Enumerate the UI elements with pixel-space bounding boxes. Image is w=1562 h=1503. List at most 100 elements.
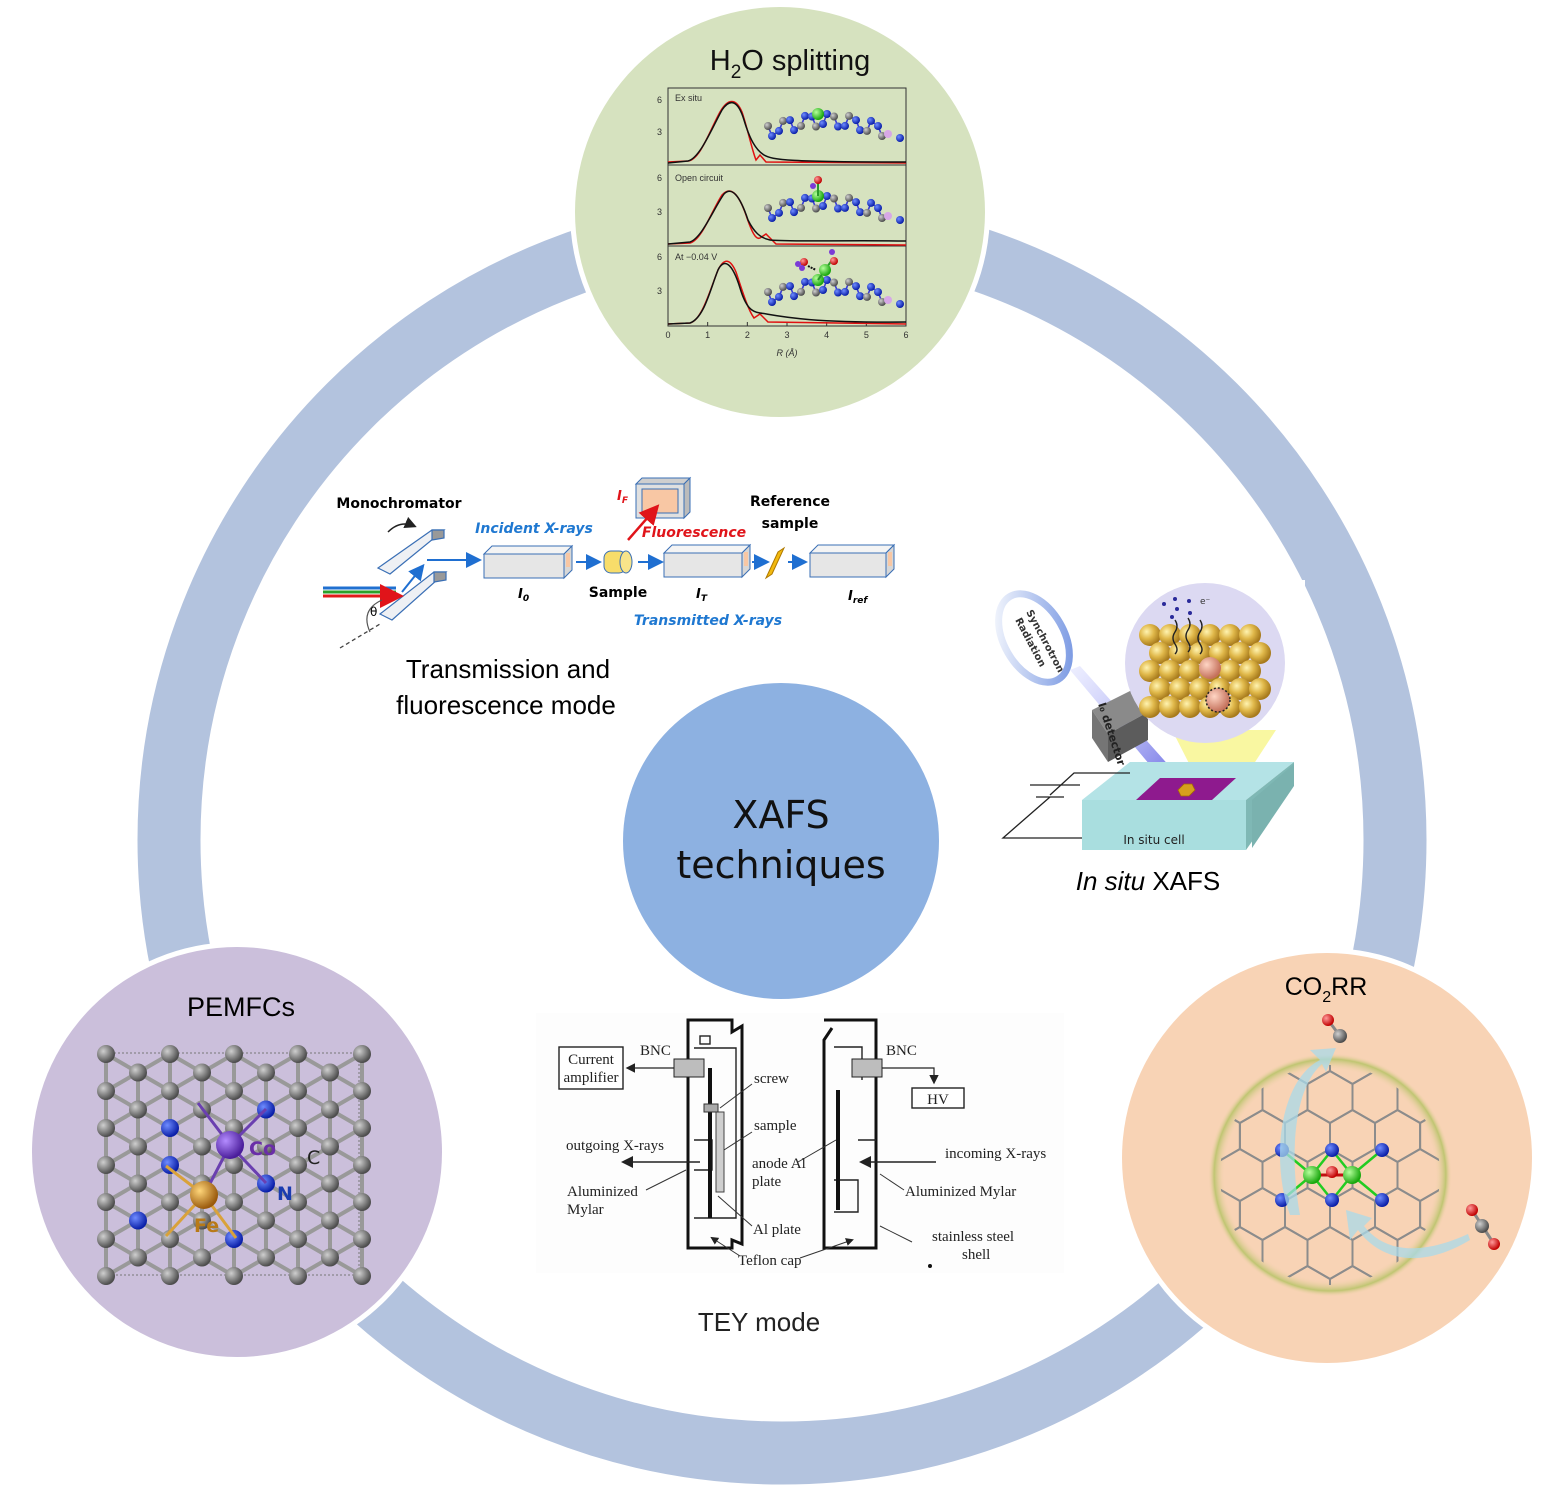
metal-atom <box>1159 660 1181 682</box>
carbon-atom <box>257 1248 275 1267</box>
sample-label: sample <box>754 1118 797 1134</box>
current-amplifier-label-line2: amplifier <box>564 1070 619 1086</box>
atom <box>845 193 853 202</box>
y-tick: 6 <box>657 95 662 105</box>
hv-box <box>911 1087 965 1109</box>
screw-label: screw <box>754 1071 789 1087</box>
atom <box>834 122 842 131</box>
oxygen-atom <box>830 257 838 265</box>
atom <box>775 126 783 135</box>
metal-atom <box>1249 678 1271 700</box>
it-ion-chamber <box>662 543 752 579</box>
y-tick: 3 <box>657 286 662 296</box>
bnc-connector-left <box>673 1058 705 1078</box>
carbon-atom <box>97 1045 115 1063</box>
hydrogen-atom <box>810 183 816 189</box>
fe-label: Fe <box>194 1215 219 1237</box>
atom <box>764 204 772 212</box>
center-title-line2: techniques <box>676 843 885 887</box>
carbon-atom <box>321 1063 339 1082</box>
metal-atom <box>1219 660 1241 682</box>
i0-ion-chamber <box>482 544 574 580</box>
metal-atom <box>1139 660 1161 682</box>
metal-atom <box>1139 696 1161 718</box>
atom <box>867 282 875 291</box>
atom <box>790 292 798 301</box>
cell-label: In situ cell <box>1123 833 1184 847</box>
carbon-atom <box>289 1230 307 1248</box>
atom <box>823 110 831 118</box>
tey-right-housing <box>822 1018 878 1250</box>
atom <box>830 112 838 121</box>
center-title-line1: XAFS <box>732 793 829 837</box>
tey-mode-schematic: BNC BNC Current amplifier HV screw sampl… <box>536 1013 1064 1337</box>
electron-label: e⁻ <box>1200 597 1211 607</box>
dopant-atom <box>1199 657 1221 679</box>
carbon-atom <box>289 1119 307 1137</box>
transmission-fluorescence-schematic: Monochromator θ Incident X-rays I0 <box>323 476 896 720</box>
transmission-caption-line1: Transmission and <box>406 654 610 684</box>
metal-atom <box>819 264 831 276</box>
carbon-atom <box>225 1045 243 1063</box>
carbon-atom <box>257 1211 275 1230</box>
reaction-arrow-icon <box>1346 1210 1470 1259</box>
metal-atom <box>1179 660 1201 682</box>
carbon-atom <box>161 1267 179 1285</box>
carbon-atom <box>129 1137 147 1156</box>
atom <box>841 203 849 212</box>
carbon-atom <box>193 1211 211 1230</box>
x-tick-label: 1 <box>705 330 710 340</box>
carbon-atom <box>225 1193 243 1211</box>
atom <box>852 116 860 125</box>
carbon-atom <box>353 1230 371 1248</box>
it-label: IT <box>696 587 708 604</box>
atom <box>812 122 820 131</box>
carbon-atom <box>193 1137 211 1156</box>
incident-xrays-label: Incident X-rays <box>475 521 593 537</box>
atom <box>863 126 871 135</box>
rotation-arrow-icon <box>387 516 417 533</box>
y-tick: 3 <box>657 127 662 137</box>
oxygen-atom <box>814 176 822 184</box>
atom <box>775 208 783 217</box>
theta-label: θ <box>370 605 377 619</box>
hydrogen-atom <box>829 249 835 255</box>
metal-atom <box>1219 624 1241 646</box>
atom <box>834 204 842 213</box>
y-tick: 6 <box>657 173 662 183</box>
atom <box>863 292 871 301</box>
atom <box>801 193 809 202</box>
carbon-atom <box>161 1193 179 1211</box>
oxygen-atom <box>800 258 808 266</box>
nitrogen-atom <box>161 1156 179 1174</box>
carbon-atom <box>193 1063 211 1082</box>
monochromator-label: Monochromator <box>336 496 461 512</box>
atom <box>856 208 864 217</box>
metal-atom <box>1239 624 1261 646</box>
y-tick: 3 <box>657 207 662 217</box>
if-fluorescence-detector <box>634 476 692 520</box>
nitrogen-atom <box>161 1119 179 1137</box>
atom <box>797 287 805 296</box>
atom <box>797 121 805 130</box>
metal-atom <box>1249 642 1271 664</box>
hydrogen-atom <box>795 261 801 267</box>
carbon-atom <box>161 1082 179 1100</box>
transmission-caption-line2: fluorescence mode <box>396 690 616 720</box>
atom <box>819 202 827 210</box>
transmitted-xrays-label: Transmitted X-rays <box>634 613 782 629</box>
atom <box>841 121 849 130</box>
atom <box>823 192 831 200</box>
atom <box>856 292 864 301</box>
atom <box>845 277 853 286</box>
metal-atom <box>1159 624 1181 646</box>
atom <box>768 298 776 306</box>
electrochemical-circuit <box>1001 772 1130 839</box>
atom <box>896 134 904 142</box>
atom <box>768 214 776 222</box>
carbon-atom <box>321 1248 339 1267</box>
carbon-atom <box>321 1100 339 1119</box>
carbon-atom <box>289 1082 307 1100</box>
carbon-atom <box>321 1174 339 1193</box>
c-label: C <box>307 1147 320 1169</box>
